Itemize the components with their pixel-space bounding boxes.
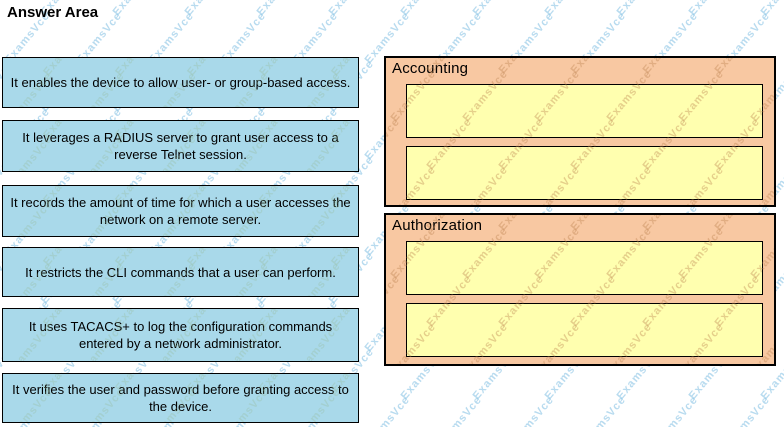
- watermark-text: ExamsVce: [506, 393, 557, 427]
- watermark-text: ExamsVce: [497, 215, 547, 233]
- watermark-text: ExamsVce: [578, 393, 629, 427]
- drop-zone-authorization-2[interactable]: [406, 303, 763, 357]
- option-box-6[interactable]: It verifies the user and password before…: [2, 373, 359, 423]
- option-box-5[interactable]: It uses TACACS+ to log the configuration…: [2, 308, 359, 362]
- watermark-text: ExamsVce: [386, 272, 403, 330]
- option-label: It leverages a RADIUS server to grant us…: [22, 130, 339, 162]
- panel-accounting-label: Accounting: [392, 60, 469, 77]
- watermark-text: ExamsVce: [386, 115, 403, 173]
- watermark-text: ExamsVce: [569, 58, 619, 76]
- watermark-text: ExamsVce: [759, 0, 784, 18]
- watermark-text: ExamsVce: [255, 0, 305, 18]
- option-label: It uses TACACS+ to log the configuration…: [28, 319, 333, 351]
- watermark-text: ExamsVce: [3, 248, 21, 270]
- watermark-text: ExamsVce: [722, 393, 773, 427]
- watermark-text: ExamsVce: [569, 215, 619, 233]
- watermark-text: ExamsVce: [543, 0, 593, 18]
- watermark-text: ExamsVce: [399, 0, 449, 18]
- watermark-text: ExamsVce: [111, 0, 161, 18]
- watermark-text: ExamsVce: [641, 215, 691, 233]
- option-label: It enables the device to allow user- or …: [10, 75, 351, 90]
- watermark-text: ExamsVce: [641, 58, 691, 76]
- drop-zone-authorization-1[interactable]: [406, 241, 763, 295]
- option-label: It records the amount of time for which …: [10, 195, 351, 227]
- watermark-text: ExamsVce: [471, 0, 521, 18]
- option-label: It restricts the CLI commands that a use…: [25, 264, 336, 280]
- watermark-text: ExamsVce: [183, 0, 233, 18]
- watermark-text: ExamsVce: [434, 393, 485, 427]
- option-box-2[interactable]: It leverages a RADIUS server to grant us…: [2, 120, 359, 172]
- option-label: It verifies the user and password before…: [12, 382, 349, 414]
- panel-authorization-label: Authorization: [392, 217, 483, 234]
- watermark-text: ExamsVce: [362, 393, 413, 427]
- option-box-1[interactable]: It enables the device to allow user- or …: [2, 57, 359, 108]
- watermark-text: ExamsVce: [713, 58, 763, 76]
- watermark-text: ExamsVce: [615, 0, 665, 18]
- watermark-text: ExamsVce: [687, 0, 737, 18]
- page-title: Answer Area: [7, 4, 99, 21]
- watermark-text: ExamsVce: [650, 393, 701, 427]
- drop-zone-accounting-1[interactable]: [406, 84, 763, 138]
- option-box-3[interactable]: It records the amount of time for which …: [2, 185, 359, 237]
- watermark-text: ExamsVce: [713, 215, 763, 233]
- option-box-4[interactable]: It restricts the CLI commands that a use…: [2, 247, 359, 297]
- drop-zone-accounting-2[interactable]: [406, 146, 763, 200]
- watermark-text: ExamsVce: [327, 0, 377, 18]
- watermark-text: ExamsVce: [497, 58, 547, 76]
